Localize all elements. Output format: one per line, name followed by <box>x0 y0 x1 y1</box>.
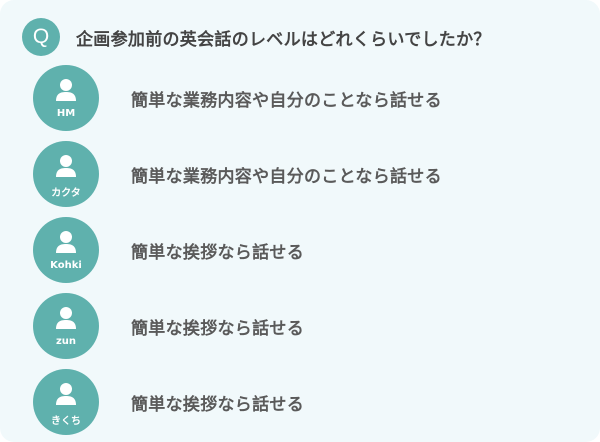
question-header: Q 企画参加前の英会話のレベルはどれくらいでしたか？ <box>22 18 491 56</box>
avatar-name: カクタ <box>51 188 81 199</box>
answer-text: 簡単な挨拶なら話せる <box>131 242 304 263</box>
answer-row: zun 簡単な挨拶なら話せる <box>33 293 304 359</box>
avatar: HM <box>33 65 99 131</box>
avatar-name: Kohki <box>50 260 82 271</box>
answer-row: きくち 簡単な挨拶なら話せる <box>33 369 304 435</box>
avatar: きくち <box>33 369 99 435</box>
answer-text: 簡単な挨拶なら話せる <box>131 394 304 415</box>
answer-row: HM 簡単な業務内容や自分のことなら話せる <box>33 65 442 131</box>
question-text: 企画参加前の英会話のレベルはどれくらいでしたか？ <box>76 29 491 50</box>
avatar-name: きくち <box>51 416 81 427</box>
avatar: カクタ <box>33 141 99 207</box>
answer-text: 簡単な業務内容や自分のことなら話せる <box>131 90 442 111</box>
user-icon <box>56 79 76 101</box>
user-icon <box>56 307 76 329</box>
avatar: Kohki <box>33 217 99 283</box>
user-icon <box>56 383 76 405</box>
avatar-name: HM <box>56 108 76 119</box>
q-badge: Q <box>22 18 60 56</box>
answer-row: カクタ 簡単な業務内容や自分のことなら話せる <box>33 141 442 207</box>
answer-row: Kohki 簡単な挨拶なら話せる <box>33 217 304 283</box>
avatar: zun <box>33 293 99 359</box>
answer-text: 簡単な業務内容や自分のことなら話せる <box>131 166 442 187</box>
answer-text: 簡単な挨拶なら話せる <box>131 318 304 339</box>
user-icon <box>56 155 76 177</box>
avatar-name: zun <box>55 336 77 347</box>
user-icon <box>56 231 76 253</box>
